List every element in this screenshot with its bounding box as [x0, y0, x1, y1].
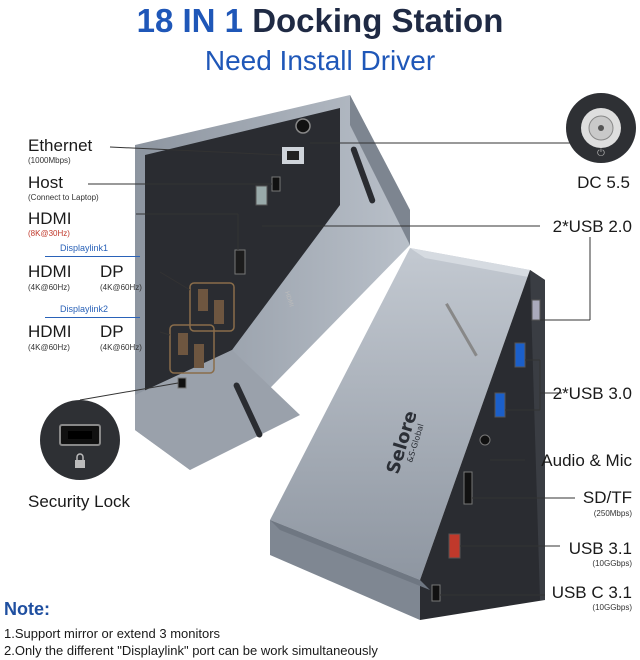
dl2-dp-label: DP	[100, 322, 124, 341]
sdtf-label: SD/TF	[582, 488, 632, 507]
dl1-dp-sub: (4K@60Hz)	[100, 283, 142, 292]
rear-dock: HDMI	[135, 95, 410, 470]
dc-power-icon: ⏻	[597, 148, 605, 159]
dl2-hdmi-sub: (4K@60Hz)	[28, 343, 70, 352]
security-lock-callout	[40, 400, 120, 480]
host-label: Host	[28, 173, 63, 192]
displaylink1-divider	[45, 256, 140, 257]
dl2-hdmi-label: HDMI	[28, 322, 72, 341]
hdmi-label: HDMI	[28, 209, 72, 228]
callout-lines	[79, 142, 591, 596]
usbc31-label: USB C 3.1	[551, 583, 632, 602]
usb-port-icon	[255, 185, 268, 206]
dc-callout: ⏻	[566, 93, 636, 163]
note-item-2: 2.Only the different "Displaylink" port …	[4, 643, 378, 658]
svg-text:HDMI: HDMI	[283, 290, 295, 308]
dc-label: DC 5.5	[577, 173, 630, 192]
hdmi-sub: (8K@30Hz)	[28, 229, 70, 238]
hdmi-port-icon	[234, 249, 246, 275]
ethernet-label: Ethernet	[28, 136, 93, 155]
ethernet-sub: (1000Mbps)	[28, 156, 71, 165]
note-item-1: 1.Support mirror or extend 3 monitors	[4, 626, 221, 641]
lock-icon	[75, 453, 85, 468]
title-accent: 18 IN 1	[136, 2, 244, 39]
displaylink2-divider	[45, 317, 140, 318]
host-sub: (Connect to Laptop)	[28, 193, 99, 202]
dl1-hdmi-sub: (4K@60Hz)	[28, 283, 70, 292]
note-title: Note:	[4, 599, 50, 619]
displaylink1-label: Displaylink1	[60, 243, 109, 253]
dl2-dp-sub: (4K@60Hz)	[100, 343, 142, 352]
displaylink2-label: Displaylink2	[60, 304, 109, 314]
audio-label: Audio & Mic	[541, 451, 632, 470]
title-rest: Docking Station	[252, 2, 504, 39]
usb20-label: 2*USB 2.0	[552, 217, 632, 236]
front-dock: Selore &S-Global	[270, 248, 545, 620]
page-subtitle: Need Install Driver	[204, 45, 436, 76]
sdtf-sub: (250Mbps)	[593, 509, 632, 518]
usb31-sub: (10GGbps)	[592, 559, 632, 568]
dl1-hdmi-label: HDMI	[28, 262, 72, 281]
usb31-label: USB 3.1	[568, 539, 632, 558]
page-title: 18 IN 1 Docking Station	[0, 2, 640, 40]
security-lock-label: Security Lock	[28, 492, 131, 511]
dl1-dp-label: DP	[100, 262, 124, 281]
front-port-panel	[420, 270, 545, 620]
usbc31-sub: (10GGbps)	[592, 603, 632, 612]
usb30-label: 2*USB 3.0	[552, 384, 632, 403]
dc-jack	[295, 118, 311, 134]
